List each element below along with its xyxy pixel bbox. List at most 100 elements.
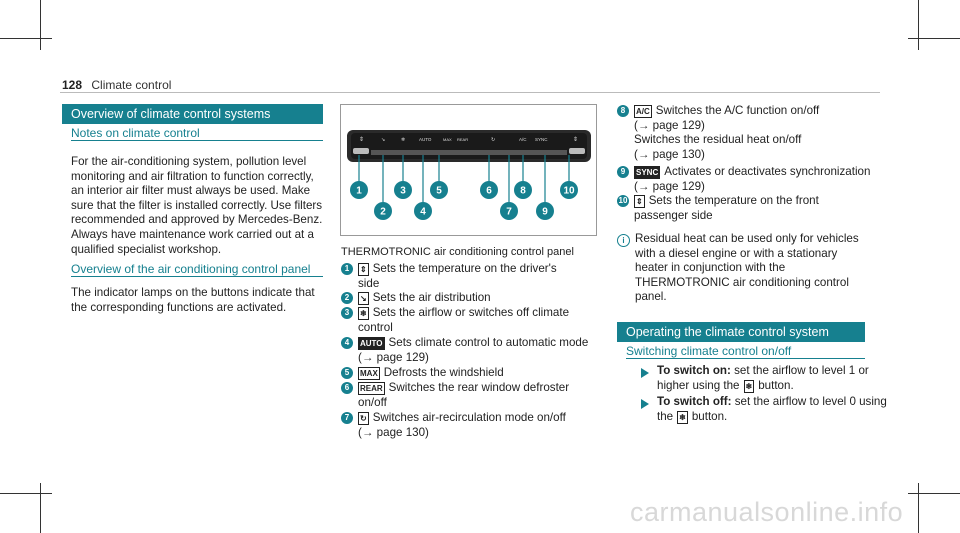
crop-mark — [0, 38, 52, 39]
notes-paragraph: For the air-conditioning system, polluti… — [71, 155, 322, 257]
callout-number: 3 — [400, 186, 406, 197]
crop-mark — [918, 483, 919, 533]
switch-on-text-a: set the airflow to level 1 or — [734, 364, 869, 377]
sync-icon: SYNC — [634, 166, 661, 179]
header-rule — [60, 92, 880, 93]
rear-defrost-icon: REAR — [358, 382, 385, 395]
legend-text: (→ page 129) — [634, 118, 705, 132]
callout-badge — [414, 202, 432, 220]
callout-number: 10 — [563, 186, 575, 197]
callout-number: 2 — [380, 207, 386, 218]
panel-overview-paragraph: The indicator lamps on the buttons indic… — [71, 286, 315, 315]
switch-on-text-b: higher using the — [657, 378, 740, 392]
text-line: The indicator lamps on the buttons indic… — [71, 286, 315, 299]
text-line: the corresponding functions are activate… — [71, 300, 287, 314]
legend-text: Switches air-recirculation mode on/off — [372, 411, 566, 424]
item-number-badge: 9 — [617, 166, 629, 178]
panel-label-temp-right: ⇕ — [573, 136, 578, 143]
legend-text: Switches the rear window defroster — [388, 381, 570, 394]
item-number-badge: 10 — [617, 195, 629, 207]
switch-off-text-a: set the airflow to level 0 using — [734, 395, 887, 408]
residual-heat-note: Residual heat can be used only for vehic… — [635, 232, 859, 305]
text-line: sure that the filter is installed correc… — [71, 198, 323, 212]
temp-adjust-icon: ⇕ — [358, 263, 369, 276]
overview-section-bar: Overview of climate control systems — [62, 104, 323, 124]
legend-text: on/off — [358, 395, 387, 409]
notes-heading: Notes on climate control — [71, 126, 200, 140]
legend-text: (→ page 129) — [358, 350, 429, 364]
item-number-badge: 6 — [341, 382, 353, 394]
callout-number: 9 — [542, 207, 548, 218]
callout-badge — [560, 181, 578, 199]
air-distribution-icon: ↘ — [358, 292, 369, 305]
panel-label-recirc: ↻ — [491, 137, 495, 143]
callout-number: 1 — [356, 186, 362, 197]
figure-frame — [340, 104, 597, 236]
callout-number: 8 — [520, 186, 526, 197]
callout-number: 7 — [506, 207, 512, 218]
callout-badge — [394, 181, 412, 199]
panel-label-ac: A/C — [519, 137, 527, 142]
text-line: qualified specialist workshop. — [71, 242, 222, 256]
auto-icon: AUTO — [358, 337, 385, 350]
switch-off-label: To switch off: — [657, 395, 732, 408]
temp-adjust-icon: ⇕ — [634, 195, 645, 208]
text-line: heater in conjunction with the — [635, 261, 786, 275]
legend-text: (→ page 130) — [634, 147, 705, 161]
item-number-badge: 4 — [341, 337, 353, 349]
notes-rule — [71, 140, 323, 141]
switch-on-text-c: button. — [758, 378, 794, 392]
switch-on-label: To switch on: — [657, 364, 731, 377]
operating-section-bar: Operating the climate control system — [617, 322, 865, 342]
switching-heading: Switching climate control on/off — [626, 344, 792, 358]
legend-text: (→ page 130) — [358, 425, 429, 439]
legend-text: passenger side — [634, 208, 713, 222]
switching-rule — [626, 358, 865, 359]
callout-number: 5 — [436, 186, 442, 197]
panel-label-temp-left: ⇕ — [359, 136, 364, 143]
text-line: recommended and approved by Mercedes-Ben… — [71, 213, 323, 227]
panel-label-auto: AUTO — [419, 137, 432, 142]
text-line: Always have maintenance work carried out… — [71, 227, 314, 241]
text-line: with a diesel engine or with a stationar… — [635, 246, 838, 260]
legend-text: Defrosts the windshield — [383, 366, 504, 379]
figure-caption: THERMOTRONIC air conditioning control pa… — [341, 246, 574, 258]
watermark: carmanualsonline.info — [630, 497, 904, 527]
callout-badge — [374, 202, 392, 220]
airflow-icon: ❄ — [743, 379, 755, 393]
switch-off-text-b: the — [657, 409, 674, 423]
page-header: 128 Climate control — [62, 78, 171, 92]
left-rocker — [353, 148, 369, 154]
item-number-badge: 2 — [341, 292, 353, 304]
crop-mark — [918, 0, 919, 50]
recirculation-icon: ↻ — [358, 412, 369, 425]
panel-label-sync: SYNC — [535, 137, 548, 142]
text-line: an interior air filter must always be us… — [71, 184, 311, 198]
airflow-icon: ❄ — [358, 307, 369, 320]
text-line: monitoring and air filtration to functio… — [71, 169, 314, 183]
panel-label-max: MAX — [443, 137, 452, 142]
switch-off-step: To switch off: set the airflow to level … — [657, 395, 887, 424]
panel-overview-rule — [71, 276, 323, 277]
legend-text: Sets the temperature on the front — [648, 194, 819, 207]
legend-text: Sets the airflow or switches off climate — [372, 306, 570, 319]
legend-text: Switches the A/C function on/off — [655, 104, 820, 117]
text-line: THERMOTRONIC air conditioning control — [635, 275, 849, 289]
panel-label-air-dist: ↘ — [381, 137, 385, 143]
legend-text: Switches the residual heat on/off — [634, 133, 802, 147]
item-number-badge: 5 — [341, 367, 353, 379]
item-number-badge: 3 — [341, 307, 353, 319]
section-title: Climate control — [91, 78, 172, 92]
panel-label-airflow: ❄ — [401, 137, 405, 143]
crop-mark — [40, 483, 41, 533]
item-number-badge: 1 — [341, 263, 353, 275]
callout-number: 4 — [420, 207, 426, 218]
text-line: For the air-conditioning system, polluti… — [71, 155, 307, 168]
legend-text: Activates or deactivates synchronization — [664, 165, 871, 178]
